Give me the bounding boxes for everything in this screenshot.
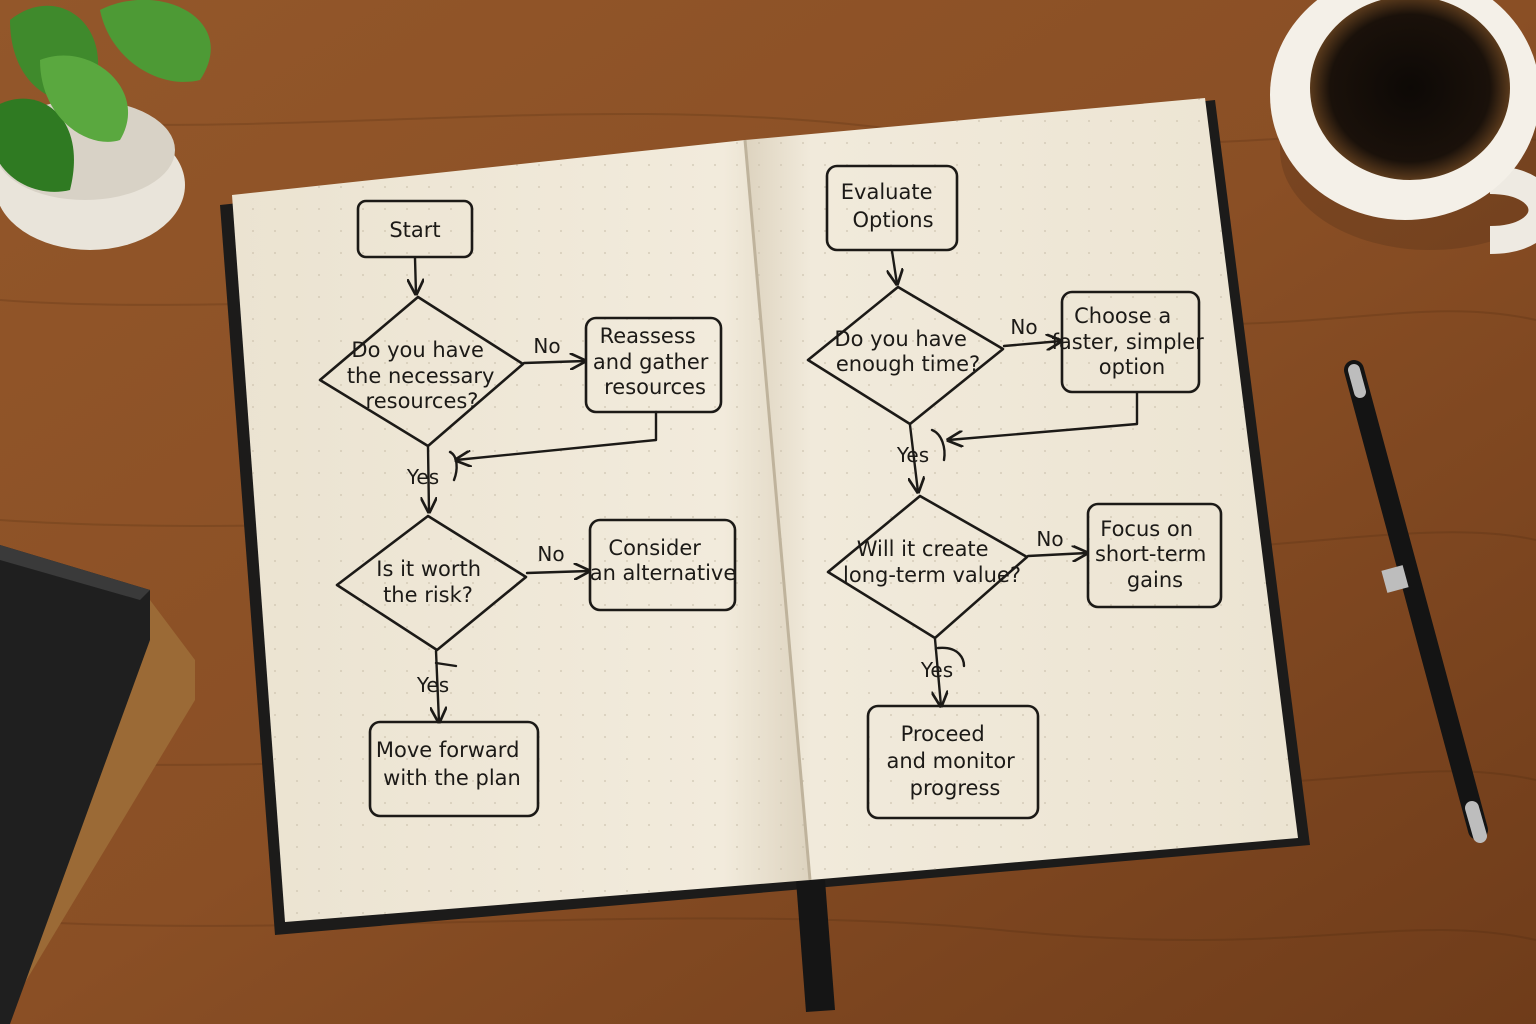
edge-d3-yes-label: Yes — [896, 443, 929, 467]
node-d1-text: Do you have the necessary resources? — [347, 338, 501, 413]
move-forward-box — [368, 720, 540, 818]
flowchart-left: Start Do you have the necessary resource… — [318, 199, 737, 818]
edge-d4-yes-label: Yes — [920, 658, 953, 682]
edge-start-d1 — [415, 256, 416, 294]
decision-d2 — [335, 514, 528, 652]
edge-d4-yes — [935, 637, 941, 706]
edge-d4-no-label: No — [1036, 527, 1063, 551]
node-d2-text: Is it worth the risk? — [376, 557, 487, 607]
edge-d2-no-label: No — [537, 542, 564, 566]
node-choose-text: Choose a faster, simpler option — [1052, 304, 1211, 379]
edge-choose-loop-hook — [930, 428, 946, 462]
node-d3-text: Do you have enough time? — [834, 327, 980, 376]
node-start-text: Start — [389, 218, 440, 242]
edge-d3-no-label: No — [1010, 315, 1037, 339]
edge-reassess-loop-hook — [448, 450, 458, 482]
edge-d2-yes-label: Yes — [416, 673, 449, 697]
node-move-text: Move forward with the plan — [376, 738, 526, 790]
edge-d1-no — [522, 361, 585, 363]
node-focus-text: Focus on short-term gains — [1095, 517, 1213, 592]
stacked-books — [0, 545, 195, 1024]
node-proceed-text: Proceed and monitor progress — [886, 722, 1021, 800]
edge-d4-yes-tick — [936, 646, 966, 668]
edge-d2-no — [525, 571, 589, 573]
edge-d3-no — [1002, 341, 1061, 346]
flowchart-right: Evaluate Options Do you have enough time… — [806, 164, 1223, 820]
focus-box — [1086, 502, 1223, 609]
edge-d4-no — [1026, 553, 1087, 556]
coffee-cup — [1270, 0, 1536, 254]
edge-evaluate-d3 — [892, 249, 897, 284]
reassess-box — [584, 316, 723, 414]
node-d4-text: Will it create long-term value? — [843, 537, 1021, 587]
node-evaluate-text: Evaluate Options — [841, 180, 939, 232]
edge-d1-no-label: No — [533, 334, 560, 358]
proceed-box — [866, 704, 1040, 820]
edge-d1-yes — [428, 445, 429, 512]
choose-box — [1060, 290, 1201, 394]
edge-d2-yes-tick — [434, 661, 458, 668]
edge-d1-yes-label: Yes — [406, 465, 439, 489]
edge-d3-yes — [910, 423, 918, 492]
consider-box — [588, 518, 737, 612]
edge-reassess-loop — [456, 410, 658, 460]
bookmark-ribbon — [796, 880, 835, 1012]
node-consider-text: Consider an alternative — [590, 536, 737, 585]
node-reassess-text: Reassess and gather resources — [593, 324, 715, 399]
pen — [1344, 360, 1488, 843]
potted-plant — [0, 0, 211, 250]
edge-choose-loop — [948, 391, 1139, 440]
